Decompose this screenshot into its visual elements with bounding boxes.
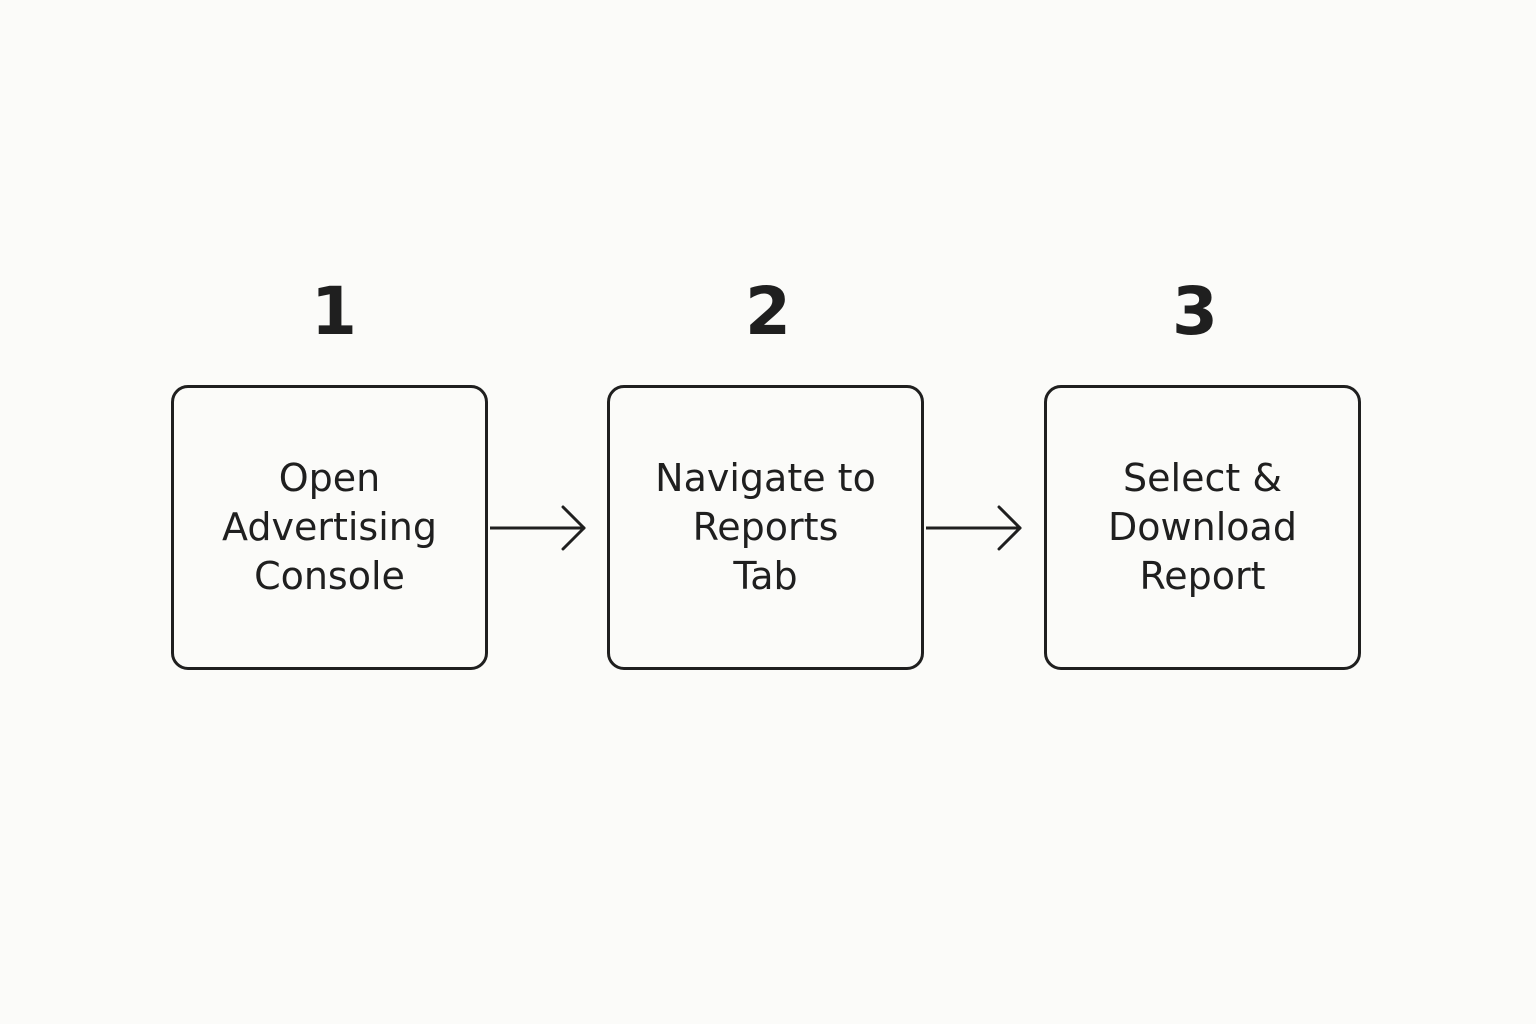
- step-2-label-line: Reports: [692, 505, 839, 549]
- step-1-label-line: Open: [278, 456, 381, 500]
- step-3-label: Select & Download Report: [1108, 454, 1297, 601]
- step-1-number: 1: [311, 273, 357, 350]
- step-2-number: 2: [745, 273, 791, 350]
- step-2-label-line: Tab: [733, 554, 798, 598]
- step-3-number: 3: [1172, 273, 1218, 350]
- arrow-right-icon: [490, 500, 590, 556]
- step-3-label-line: Download: [1108, 505, 1297, 549]
- step-1-box: Open Advertising Console: [171, 385, 488, 670]
- step-3-box: Select & Download Report: [1044, 385, 1361, 670]
- step-3-label-line: Select &: [1123, 456, 1282, 500]
- step-1-label-line: Advertising: [222, 505, 437, 549]
- step-3-label-line: Report: [1139, 554, 1266, 598]
- step-1-label-line: Console: [254, 554, 405, 598]
- arrow-right-icon-graphic: [926, 505, 1022, 551]
- step-2-box: Navigate to Reports Tab: [607, 385, 924, 670]
- step-2-label-line: Navigate to: [655, 456, 876, 500]
- step-2-label: Navigate to Reports Tab: [655, 454, 876, 601]
- arrow-right-icon-graphic: [490, 505, 586, 551]
- arrow-right-icon: [926, 500, 1026, 556]
- step-1-label: Open Advertising Console: [222, 454, 437, 601]
